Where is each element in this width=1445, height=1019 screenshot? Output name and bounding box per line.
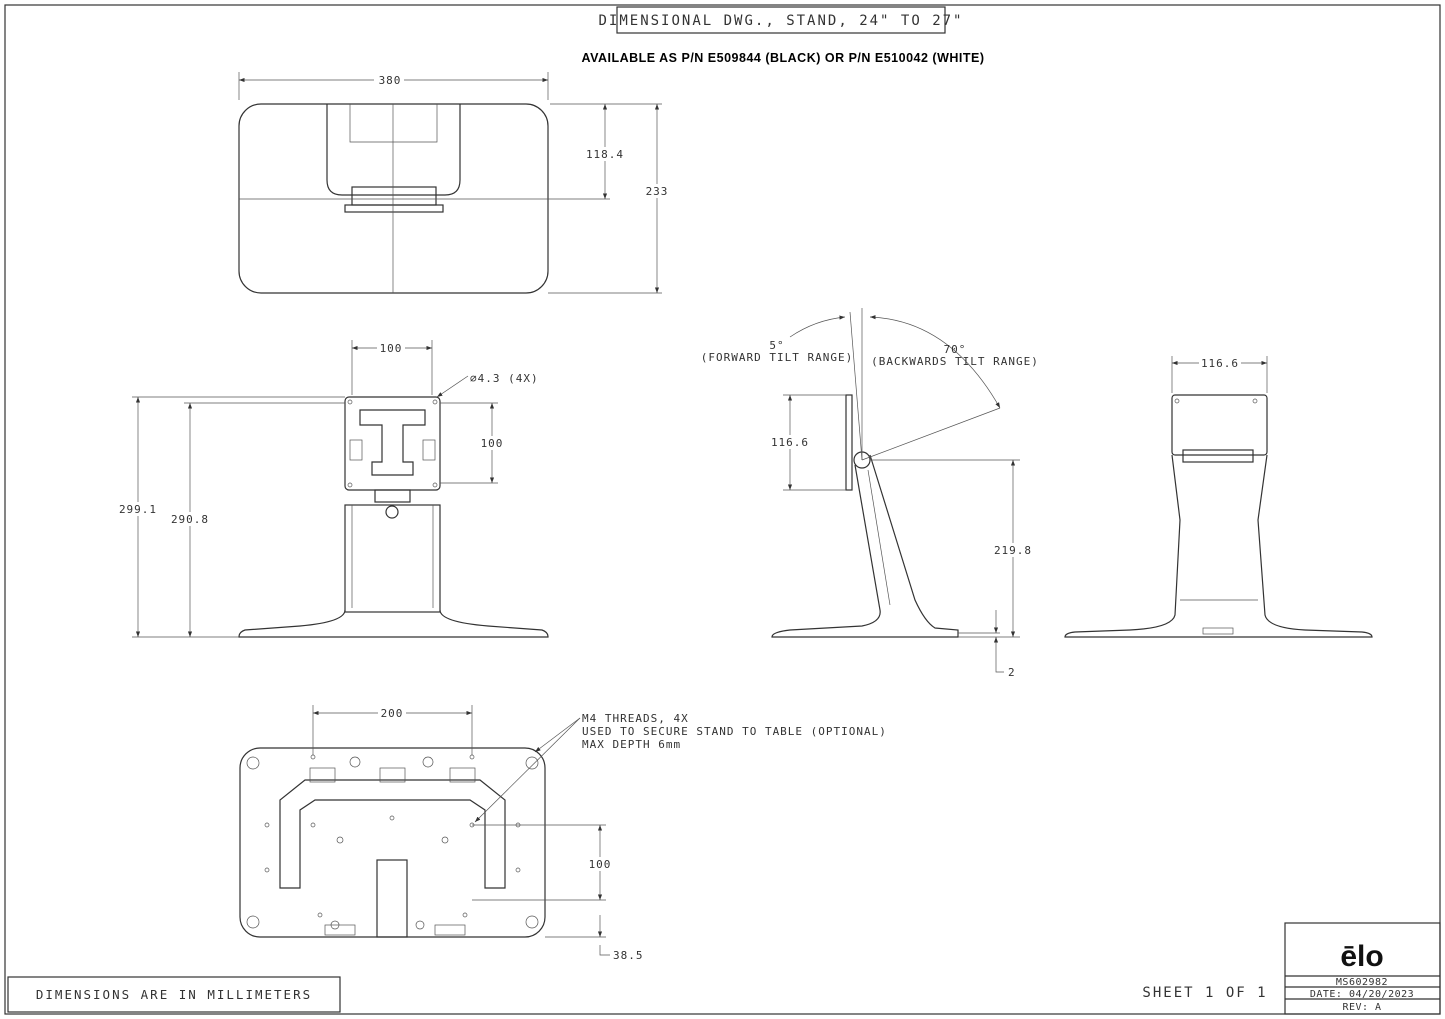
side-view: 5° (FORWARD TILT RANGE) 70° (BACKWARDS T… (701, 308, 1039, 679)
dim-depth: 233 (646, 185, 669, 198)
dim-mount-height: 290.8 (171, 513, 209, 526)
top-view: 380 118.4 233 (238, 72, 670, 294)
dim-vesa-vertical: 100 (481, 437, 504, 450)
sheet-number: SHEET 1 OF 1 (1142, 985, 1267, 1001)
dim-offset: 38.5 (613, 949, 644, 962)
hole-callout: ∅4.3 (4X) (470, 372, 539, 385)
sheet-border (4, 4, 1441, 1015)
title-box (616, 6, 946, 34)
drawing-date: DATE: 04/20/2023 (1310, 989, 1414, 1000)
dim-rear-plate-width: 116.6 (1201, 357, 1239, 370)
dim-pivot-height: 219.8 (994, 544, 1032, 557)
dim-clearance: 2 (1008, 666, 1016, 679)
note-line-3: MAX DEPTH 6mm (582, 738, 681, 751)
rear-view: 116.6 (1064, 356, 1373, 638)
note-line-1: M4 THREADS, 4X (582, 712, 689, 725)
bottom-view: 200 100 38.5 M4 THREADS, 4X USED TO SECU… (239, 705, 887, 962)
title-block: ēlo MS602982 DATE: 04/20/2023 REV: A (1284, 922, 1441, 1015)
units-box (7, 976, 341, 1013)
drawing-number: MS602982 (1336, 977, 1388, 988)
backward-tilt-angle: 70° (944, 343, 967, 356)
note-line-2: USED TO SECURE STAND TO TABLE (OPTIONAL) (582, 725, 887, 738)
part-numbers: AVAILABLE AS P/N E509844 (BLACK) OR P/N … (581, 51, 984, 65)
dim-plate-height: 116.6 (771, 436, 809, 449)
dim-hole-depth: 100 (589, 858, 612, 871)
forward-tilt-label: (FORWARD TILT RANGE) (701, 351, 853, 364)
units-note: DIMENSIONS ARE IN MILLIMETERS (36, 987, 312, 1002)
dim-vesa-horizontal: 100 (380, 342, 403, 355)
dim-neck-depth: 118.4 (586, 148, 624, 161)
elo-logo: ēlo (1340, 940, 1383, 973)
dim-hole-spacing: 200 (381, 707, 404, 720)
dim-width: 380 (379, 74, 402, 87)
forward-tilt-angle: 5° (769, 339, 784, 352)
dim-overall-height: 299.1 (119, 503, 157, 516)
drawing-title: DIMENSIONAL DWG., STAND, 24" TO 27" (598, 13, 963, 29)
front-view: 100 ∅4.3 (4X) 100 299.1 290.8 (118, 340, 549, 638)
backward-tilt-label: (BACKWARDS TILT RANGE) (871, 355, 1039, 368)
drawing-revision: REV: A (1342, 1002, 1381, 1013)
